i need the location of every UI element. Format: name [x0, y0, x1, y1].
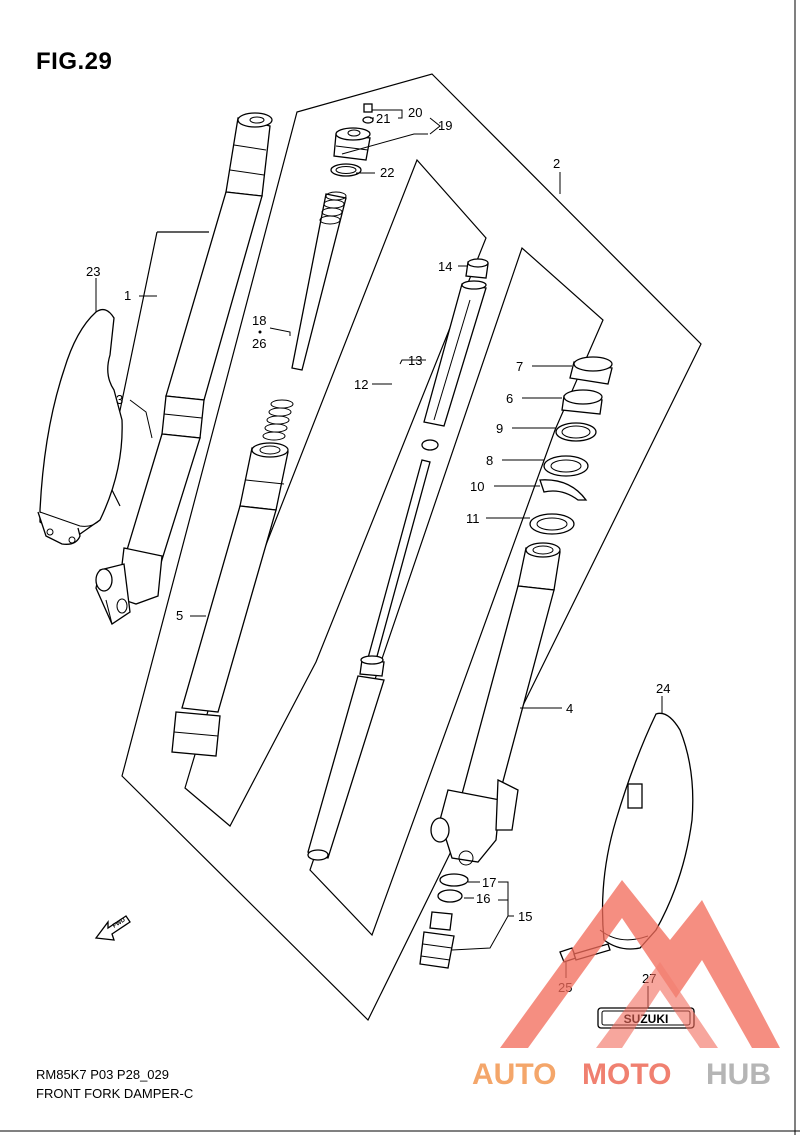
oil-seal-8 — [543, 455, 589, 477]
label-part-21: 21 — [376, 111, 390, 126]
label-part-17: 17 — [482, 875, 496, 890]
dust-seal-11 — [529, 513, 575, 535]
label-part-20: 20 — [408, 105, 422, 120]
label-part-14: 14 — [438, 259, 452, 274]
label-part-8: 8 — [486, 453, 493, 468]
leader-lines — [95, 109, 663, 1008]
label-part-15: 15 — [518, 909, 532, 924]
label-part-13: 13 — [408, 353, 422, 368]
o-ring-22 — [330, 163, 362, 177]
label-part-24: 24 — [656, 681, 670, 696]
label-part-9: 9 — [496, 421, 503, 436]
bushing-7 — [569, 356, 613, 385]
watermark-auto: AUTO — [472, 1058, 556, 1091]
label-part-19: 19 — [438, 118, 452, 133]
fork-guard-left — [37, 308, 123, 545]
rebound-spring — [262, 399, 294, 441]
label-part-4: 4 — [566, 701, 573, 716]
watermark-hub: HUB — [706, 1058, 771, 1091]
figure-code: RM85K7 P03 P28_029 — [36, 1067, 169, 1082]
cap-bolt-19 — [333, 127, 371, 161]
label-part-1: 1 — [124, 288, 131, 303]
bushing-9 — [555, 422, 597, 442]
stopper-ring-10 — [539, 479, 588, 501]
label-part-26: 26 — [252, 336, 266, 351]
outer-tube-left — [95, 112, 273, 625]
washer-16 — [437, 889, 463, 903]
watermark-logo — [500, 880, 780, 1048]
label-part-12: 12 — [354, 377, 368, 392]
label-part-2: 2 — [553, 156, 560, 171]
washer-6 — [561, 389, 603, 415]
assembly-frame-2 — [121, 73, 702, 1022]
part-labels: 1 2 3 4 5 6 7 8 9 10 11 12 13 14 15 16 1… — [86, 105, 670, 995]
watermark-text: AUTO MOTO HUB — [472, 1058, 771, 1091]
outer-tube-right — [430, 542, 561, 866]
small-bolt-20 — [362, 103, 374, 124]
cartridge-rod-12 — [307, 459, 431, 861]
watermark-moto: MOTO — [582, 1058, 671, 1091]
figure-name: FRONT FORK DAMPER-C — [36, 1086, 194, 1101]
label-part-18: 18 — [252, 313, 266, 328]
label-dot-18-26 — [258, 330, 262, 334]
spacer-tube-13 — [423, 280, 487, 427]
label-part-10: 10 — [470, 479, 484, 494]
label-part-23: 23 — [86, 264, 100, 279]
label-part-22: 22 — [380, 165, 394, 180]
label-part-3: 3 — [116, 392, 123, 407]
figure-title: FIG.29 — [36, 48, 113, 75]
fwd-arrow-icon — [94, 915, 131, 941]
label-part-6: 6 — [506, 391, 513, 406]
damper-rod-18 — [291, 191, 347, 371]
inner-tube-left — [171, 442, 289, 757]
label-part-7: 7 — [516, 359, 523, 374]
collar-14 — [465, 258, 489, 279]
base-valve-15 — [419, 911, 455, 969]
label-part-5: 5 — [176, 608, 183, 623]
label-part-16: 16 — [476, 891, 490, 906]
snap-ring — [421, 439, 439, 451]
o-ring-17 — [439, 873, 469, 887]
label-part-11: 11 — [466, 511, 480, 526]
